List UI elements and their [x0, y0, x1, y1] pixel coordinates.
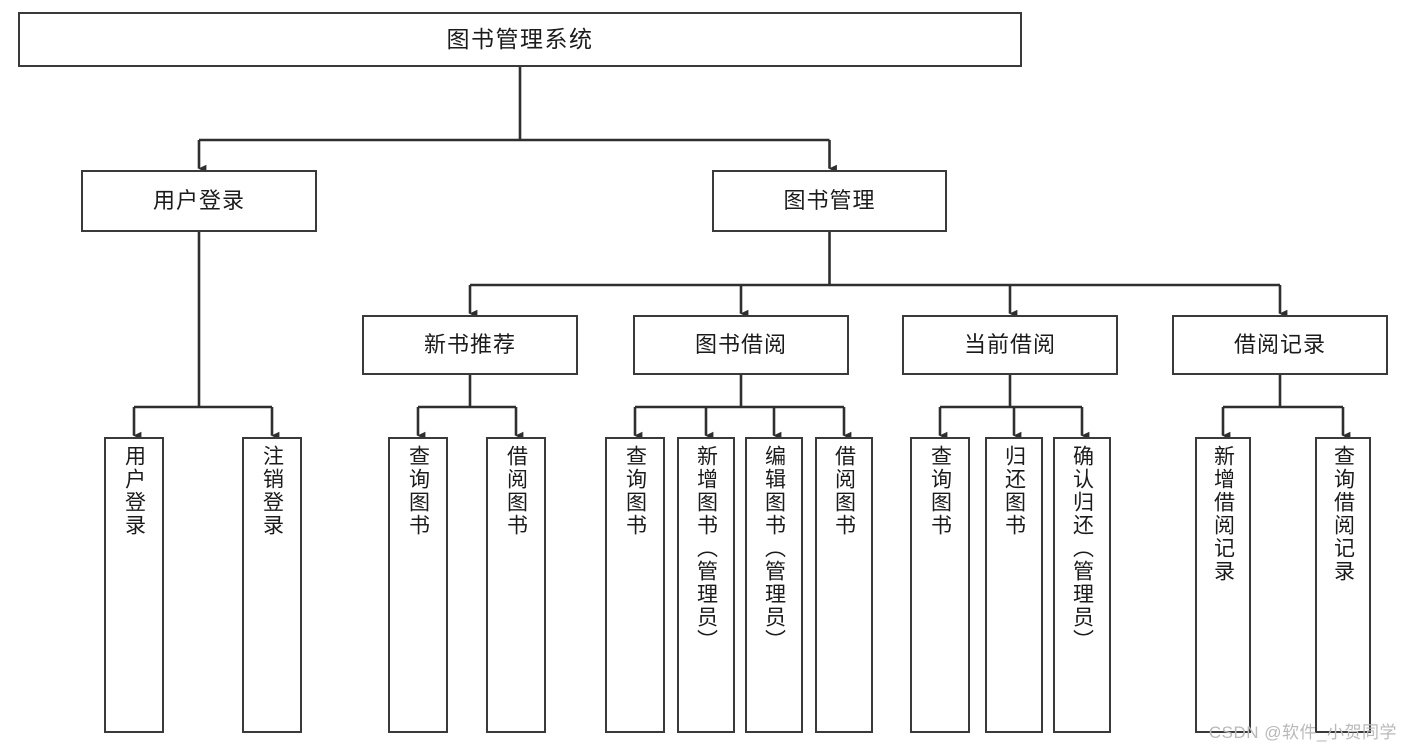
node-leaf-return-book[interactable]: 归还图书 — [985, 437, 1043, 733]
node-leaf-query-record-label: 查询借阅记录 — [1331, 445, 1355, 583]
node-current-borrow-label: 当前借阅 — [963, 332, 1056, 358]
node-leaf-borrow-book-1-label: 借阅图书 — [504, 445, 528, 537]
node-leaf-query-book-3[interactable]: 查询图书 — [910, 437, 970, 733]
node-leaf-query-book-3-label: 查询图书 — [928, 445, 952, 537]
node-leaf-query-book-1-label: 查询图书 — [406, 445, 430, 537]
node-leaf-borrow-book-1[interactable]: 借阅图书 — [486, 437, 546, 733]
node-leaf-confirm-return[interactable]: 确认归还（管理员） — [1053, 437, 1111, 733]
node-leaf-user-login[interactable]: 用户登录 — [104, 437, 164, 733]
node-user-login-label: 用户登录 — [152, 188, 245, 214]
node-book-borrow-label: 图书借阅 — [694, 332, 787, 358]
edges — [132, 67, 1351, 440]
node-borrow-record-label: 借阅记录 — [1233, 332, 1326, 358]
node-root-label: 图书管理系统 — [446, 25, 594, 52]
node-leaf-borrow-book-2-label: 借阅图书 — [832, 445, 856, 537]
node-leaf-query-book-2-label: 查询图书 — [623, 445, 647, 537]
node-leaf-add-book-label: 新增图书（管理员） — [694, 445, 718, 652]
node-leaf-add-record-label: 新增借阅记录 — [1211, 445, 1235, 583]
node-leaf-edit-book[interactable]: 编辑图书（管理员） — [745, 437, 803, 733]
node-current-borrow[interactable]: 当前借阅 — [902, 315, 1118, 375]
node-leaf-query-record[interactable]: 查询借阅记录 — [1315, 437, 1371, 733]
node-user-login[interactable]: 用户登录 — [81, 170, 317, 232]
node-leaf-borrow-book-2[interactable]: 借阅图书 — [815, 437, 873, 733]
node-book-borrow[interactable]: 图书借阅 — [633, 315, 849, 375]
csdn-watermark: CSDN @软件_小贺同学 — [1208, 723, 1397, 742]
node-leaf-user-login-label: 用户登录 — [122, 445, 146, 537]
node-leaf-edit-book-label: 编辑图书（管理员） — [762, 445, 786, 652]
node-leaf-query-book-2[interactable]: 查询图书 — [605, 437, 665, 733]
node-book-manage[interactable]: 图书管理 — [712, 170, 947, 232]
node-leaf-logout-label: 注销登录 — [260, 445, 284, 537]
node-new-book-recommend-label: 新书推荐 — [423, 332, 516, 358]
node-new-book-recommend[interactable]: 新书推荐 — [362, 315, 578, 375]
node-leaf-return-book-label: 归还图书 — [1002, 445, 1026, 537]
node-root[interactable]: 图书管理系统 — [18, 12, 1022, 67]
node-book-manage-label: 图书管理 — [783, 188, 876, 214]
node-leaf-confirm-return-label: 确认归还（管理员） — [1070, 445, 1094, 652]
node-leaf-logout[interactable]: 注销登录 — [242, 437, 302, 733]
node-borrow-record[interactable]: 借阅记录 — [1172, 315, 1388, 375]
node-leaf-add-record[interactable]: 新增借阅记录 — [1195, 437, 1251, 733]
node-leaf-query-book-1[interactable]: 查询图书 — [388, 437, 448, 733]
node-leaf-add-book[interactable]: 新增图书（管理员） — [677, 437, 735, 733]
